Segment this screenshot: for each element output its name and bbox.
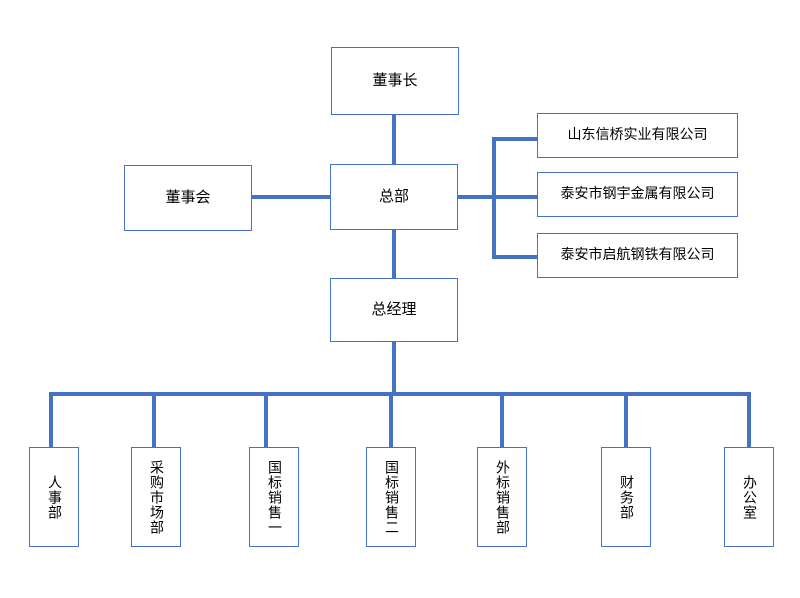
connector-headquarters-to-general-manager (392, 229, 396, 278)
node-department-3[interactable]: 国标销售一 (249, 447, 299, 547)
node-department-3-label: 国标销售一 (266, 459, 282, 535)
node-board-of-directors-label: 董事会 (165, 188, 211, 207)
connector-subsidiary-branch-3 (492, 255, 538, 259)
node-general-manager-label: 总经理 (371, 300, 417, 319)
node-department-6-label: 财务部 (618, 474, 634, 520)
node-subsidiary-1-label: 山东信桥实业有限公司 (567, 127, 708, 144)
connector-department-drop-7 (747, 392, 751, 447)
node-headquarters[interactable]: 总部 (330, 164, 458, 230)
node-department-6[interactable]: 财务部 (601, 447, 651, 547)
node-department-1[interactable]: 人事部 (29, 447, 79, 547)
node-department-7-label: 办公室 (741, 474, 757, 520)
connector-department-drop-4 (389, 392, 393, 447)
connector-general-manager-to-department-bus (392, 342, 396, 396)
connector-department-bus (49, 392, 751, 396)
node-department-5-label: 外标销售部 (494, 459, 510, 535)
node-general-manager[interactable]: 总经理 (330, 278, 458, 342)
connector-department-drop-1 (49, 392, 53, 447)
node-subsidiary-2[interactable]: 泰安市钢宇金属有限公司 (537, 172, 738, 217)
connector-department-drop-2 (152, 392, 156, 447)
connector-chairman-to-headquarters (392, 114, 396, 166)
connector-department-drop-6 (624, 392, 628, 447)
node-subsidiary-2-label: 泰安市钢宇金属有限公司 (560, 186, 715, 203)
node-department-4[interactable]: 国标销售二 (366, 447, 416, 547)
node-department-7[interactable]: 办公室 (724, 447, 774, 547)
node-chairman[interactable]: 董事长 (331, 47, 459, 115)
node-department-2[interactable]: 采购市场部 (131, 447, 181, 547)
node-department-4-label: 国标销售二 (383, 459, 399, 535)
connector-board-to-headquarters (251, 195, 331, 199)
connector-subsidiary-branch-2 (492, 195, 538, 199)
connector-department-drop-5 (500, 392, 504, 447)
node-subsidiary-3[interactable]: 泰安市启航钢铁有限公司 (537, 233, 738, 278)
connector-subsidiary-branch-1 (492, 137, 538, 141)
node-board-of-directors[interactable]: 董事会 (124, 165, 252, 231)
node-department-2-label: 采购市场部 (148, 459, 164, 535)
node-department-1-label: 人事部 (46, 474, 62, 520)
connector-department-drop-3 (264, 392, 268, 447)
node-chairman-label: 董事长 (372, 71, 418, 90)
node-headquarters-label: 总部 (378, 187, 409, 206)
connector-headquarters-to-subsidiary-stem (457, 195, 496, 199)
node-subsidiary-3-label: 泰安市启航钢铁有限公司 (560, 247, 715, 264)
node-subsidiary-1[interactable]: 山东信桥实业有限公司 (537, 113, 738, 158)
node-department-5[interactable]: 外标销售部 (477, 447, 527, 547)
